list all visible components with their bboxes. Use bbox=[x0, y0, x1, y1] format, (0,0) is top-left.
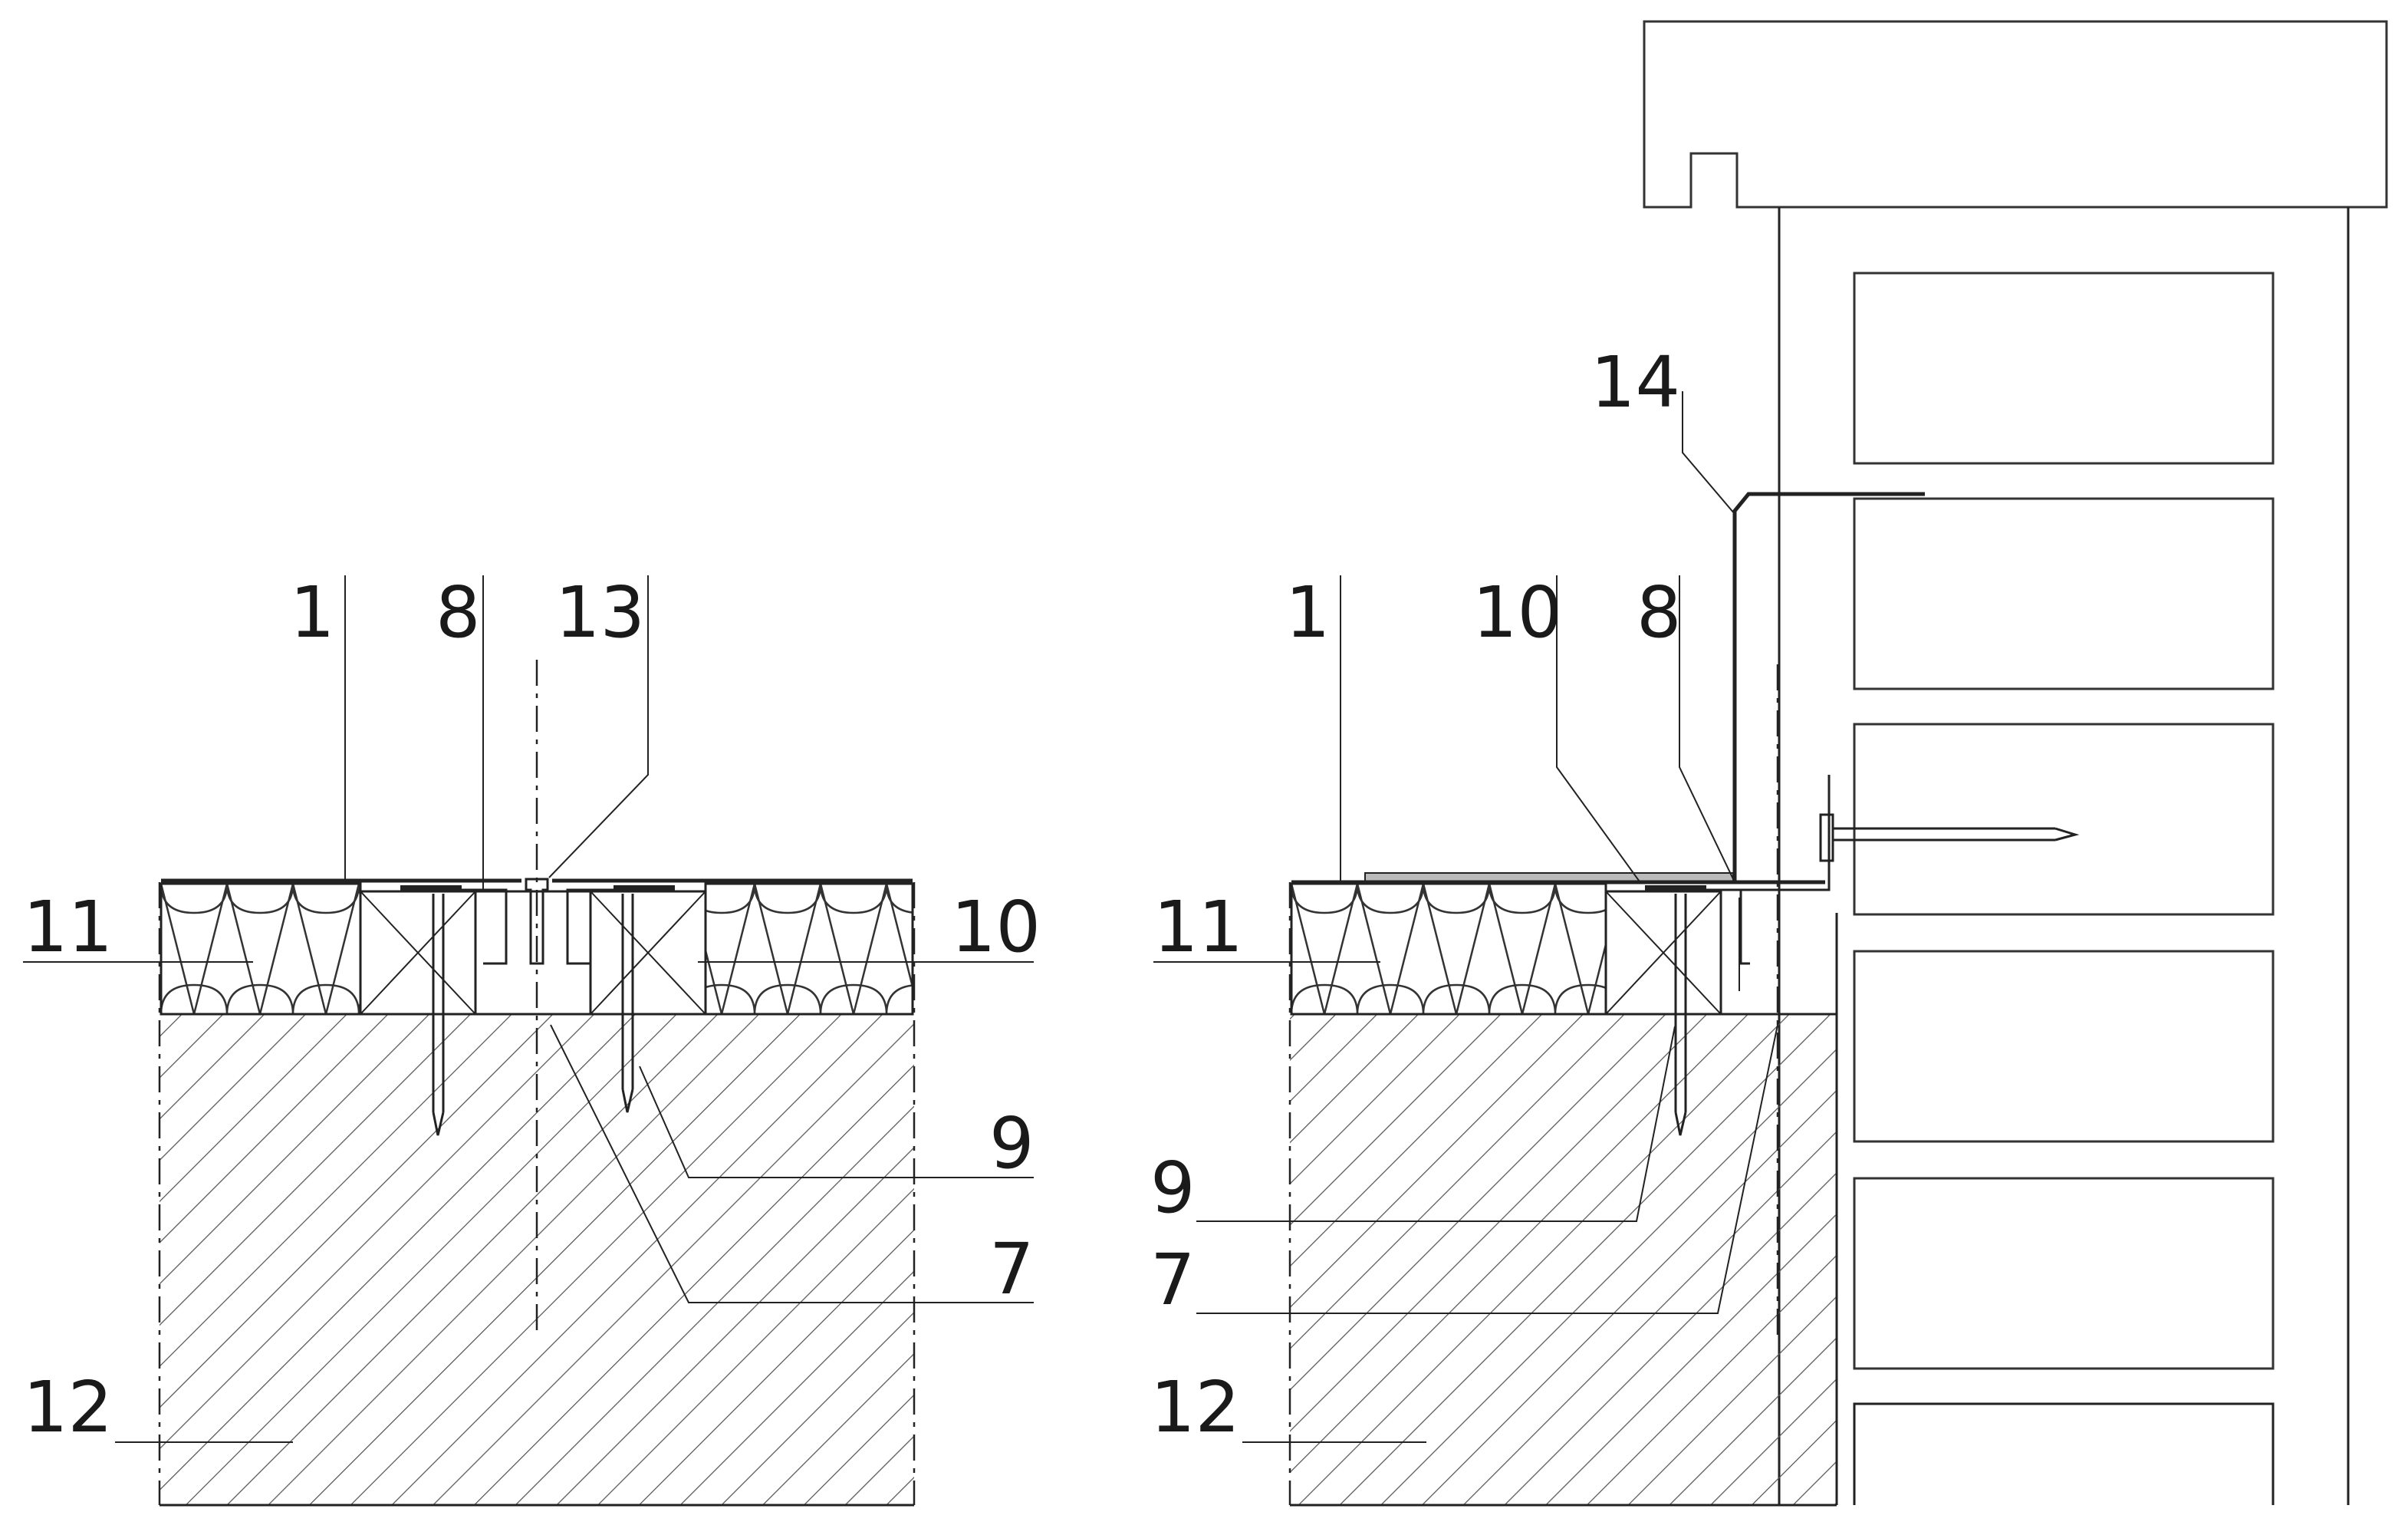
wall-brick bbox=[1853, 497, 2275, 690]
left-label-12: 12 bbox=[23, 1366, 113, 1448]
left-label-1: 1 bbox=[290, 572, 335, 654]
left-label-11: 11 bbox=[23, 886, 113, 968]
wall-brick bbox=[1853, 723, 2275, 916]
right-label-1: 1 bbox=[1285, 572, 1331, 654]
left-timber-block-1 bbox=[359, 890, 477, 1016]
left-label-7: 7 bbox=[989, 1228, 1035, 1310]
wall-brick bbox=[1853, 272, 2275, 465]
left-nail-1 bbox=[432, 894, 445, 1136]
left-insulation-left bbox=[160, 882, 362, 1016]
right-nail bbox=[1674, 894, 1687, 1136]
right-detail: 14 1 10 8 11 9 7 12 bbox=[1150, 20, 2388, 1507]
left-label-10: 10 bbox=[951, 886, 1041, 968]
right-label-14: 14 bbox=[1591, 341, 1680, 423]
left-timber-block-2 bbox=[589, 890, 707, 1016]
right-label-7: 7 bbox=[1150, 1239, 1196, 1321]
wall-brick bbox=[1853, 950, 2275, 1143]
right-label-10: 10 bbox=[1472, 572, 1562, 654]
left-label-13: 13 bbox=[555, 572, 645, 654]
right-concrete-slab bbox=[1290, 1014, 1837, 1505]
wall-coping bbox=[1643, 20, 2388, 209]
wall-brick bbox=[1853, 1177, 2275, 1370]
left-insulation-right bbox=[704, 882, 914, 1016]
right-label-8: 8 bbox=[1637, 572, 1682, 654]
left-detail: 1 8 13 11 10 9 7 12 bbox=[23, 572, 1041, 1507]
right-timber-block bbox=[1604, 890, 1722, 1016]
right-label-12: 12 bbox=[1150, 1366, 1240, 1448]
left-label-8: 8 bbox=[436, 572, 481, 654]
right-label-9: 9 bbox=[1150, 1147, 1196, 1229]
right-insulation bbox=[1290, 882, 1607, 1016]
left-nail-2 bbox=[621, 894, 634, 1113]
right-label-11: 11 bbox=[1153, 886, 1243, 968]
left-label-9: 9 bbox=[989, 1102, 1035, 1184]
